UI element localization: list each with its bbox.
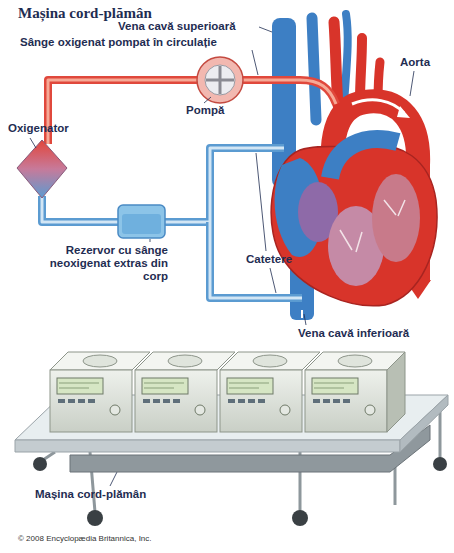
pump [197,57,243,103]
machine-module [305,352,405,432]
valves [340,200,405,252]
part-label: Catetere [246,253,292,266]
flow-arrow [352,100,404,113]
pulmonary-artery [330,139,398,178]
pump-rotor [205,65,235,95]
part-label: Oxigenator [8,122,69,135]
part-label: Rezervor cu sânge neoxigenat extras din … [40,244,168,284]
heart [271,145,437,306]
vessel-label: Vena cavă superioară [118,20,236,33]
reservoir-blood [122,214,161,234]
vessel-label: Vena cavă inferioară [298,327,409,340]
reservoir [118,205,165,238]
leader-lines [30,27,414,486]
machine [15,352,448,526]
chamber [372,174,420,262]
flow-arrow [301,310,303,318]
part-label: Mașina cord-plămân [35,488,146,501]
pump-rotor [206,66,234,94]
title: Mașina cord-plămân [18,4,152,22]
copyright: © 2008 Encyclopædia Britannica, Inc. [18,534,152,543]
oxygenator [17,140,67,198]
part-label: Sânge oxigenat pompat în circulație [20,36,217,49]
flow-arrow [397,106,410,118]
vessel-label: Aorta [400,56,430,69]
part-label: Pompă [186,104,224,117]
